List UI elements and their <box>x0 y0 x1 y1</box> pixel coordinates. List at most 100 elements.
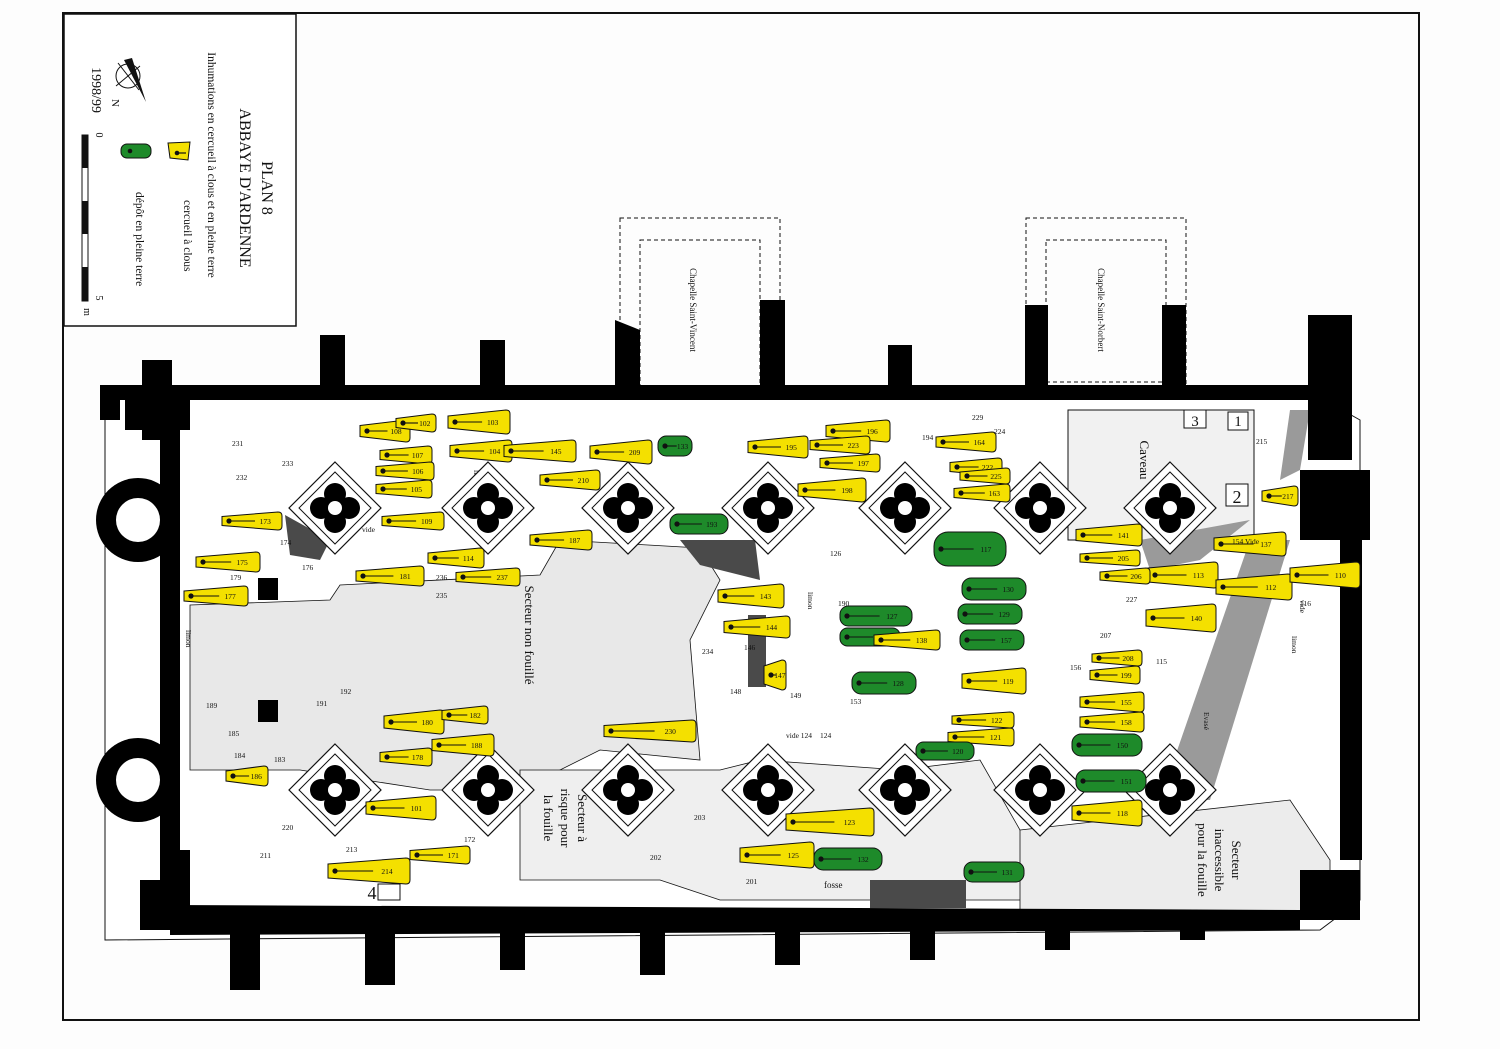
burial-109[interactable]: 109 <box>381 511 445 531</box>
burial-188[interactable]: 188 <box>431 733 495 757</box>
feature-number: 231 <box>232 439 244 448</box>
burial-237[interactable]: 237 <box>455 567 521 587</box>
wall-segment <box>640 925 665 975</box>
key-ground-swatch <box>120 143 152 159</box>
burial-127[interactable]: 127 <box>839 605 913 627</box>
wall-segment <box>1180 920 1205 940</box>
burial-128[interactable]: 128 <box>851 671 917 695</box>
burial-182[interactable]: 182 <box>441 705 489 725</box>
burial-209[interactable]: 209 <box>589 439 653 465</box>
burial-number: 225 <box>990 472 1002 481</box>
burial-number: 196 <box>866 427 878 436</box>
burial-178[interactable]: 178 <box>379 747 433 767</box>
burial-112[interactable]: 112 <box>1215 573 1293 601</box>
burial-105[interactable]: 105 <box>375 479 433 499</box>
burial-137[interactable]: 137 <box>1213 531 1287 557</box>
burial-143[interactable]: 143 <box>717 583 785 609</box>
burial-117[interactable]: 117 <box>933 531 1007 567</box>
burial-number: 120 <box>952 747 964 756</box>
limon-label: limon <box>184 630 193 648</box>
burial-132[interactable]: 132 <box>813 847 883 871</box>
feature-number: 235 <box>436 591 448 600</box>
vide-label: vide <box>1298 600 1307 614</box>
burial-223[interactable]: 223 <box>809 435 871 455</box>
burial-120[interactable]: 120 <box>915 741 975 761</box>
burial-186[interactable]: 186 <box>225 765 269 787</box>
burial-103[interactable]: 103 <box>447 409 511 435</box>
burial-198[interactable]: 198 <box>797 477 867 503</box>
burial-164[interactable]: 164 <box>935 431 997 453</box>
feature-number: 185 <box>228 729 240 738</box>
burial-119[interactable]: 119 <box>961 667 1027 695</box>
chapel-norbert-label: Chapelle Saint-Norbert <box>1096 268 1106 352</box>
burial-225[interactable]: 225 <box>959 467 1011 485</box>
fosse-label: fosse <box>824 880 843 890</box>
burial-133[interactable]: 133 <box>657 435 693 457</box>
burial-196[interactable]: 196 <box>825 419 891 443</box>
burial-125[interactable]: 125 <box>739 841 815 869</box>
feature-number: 233 <box>282 459 294 468</box>
burial-173[interactable]: 173 <box>221 511 283 531</box>
sector-inaccessible-label-3: pour la fouille <box>1195 823 1210 897</box>
burial-171[interactable]: 171 <box>409 845 471 865</box>
burial-141[interactable]: 141 <box>1075 523 1143 547</box>
burial-208[interactable]: 208 <box>1091 649 1143 667</box>
burial-118[interactable]: 118 <box>1071 799 1143 827</box>
burial-187[interactable]: 187 <box>529 529 593 551</box>
burial-210[interactable]: 210 <box>539 469 601 491</box>
burial-130[interactable]: 130 <box>961 577 1027 601</box>
burial-131[interactable]: 131 <box>963 861 1025 883</box>
burial-230[interactable]: 230 <box>603 719 697 743</box>
feature-number: 116 <box>1300 599 1311 608</box>
burial-102[interactable]: 102 <box>395 413 437 433</box>
feature-number: 207 <box>1100 631 1112 640</box>
burial-205[interactable]: 205 <box>1079 549 1141 567</box>
burial-number: 177 <box>224 592 236 601</box>
burial-138[interactable]: 138 <box>873 629 941 651</box>
burial-214[interactable]: 214 <box>327 857 411 885</box>
burial-206[interactable]: 206 <box>1099 567 1151 585</box>
burial-195[interactable]: 195 <box>747 435 809 459</box>
burial-157[interactable]: 157 <box>959 629 1025 651</box>
sector-risk-label-3: la fouille <box>541 795 556 842</box>
burial-163[interactable]: 163 <box>953 483 1011 503</box>
burial-101[interactable]: 101 <box>365 795 437 821</box>
feature-number: 183 <box>274 755 286 764</box>
burial-106[interactable]: 106 <box>375 461 435 481</box>
burial-110[interactable]: 110 <box>1289 561 1361 589</box>
evase-label: Evasé <box>1202 712 1211 731</box>
burial-number: 118 <box>1117 809 1128 818</box>
burial-158[interactable]: 158 <box>1079 711 1145 733</box>
burial-123[interactable]: 123 <box>785 807 875 837</box>
burial-175[interactable]: 175 <box>195 551 261 573</box>
burial-193[interactable]: 193 <box>669 513 729 535</box>
wall-segment <box>230 920 260 990</box>
burial-181[interactable]: 181 <box>355 565 425 587</box>
burial-197[interactable]: 197 <box>819 453 881 473</box>
feature-number: 146 <box>744 643 756 652</box>
burial-180[interactable]: 180 <box>383 709 445 735</box>
burial-144[interactable]: 144 <box>723 615 791 639</box>
burial-145[interactable]: 145 <box>503 439 577 463</box>
scale-unit-label: m <box>81 308 92 316</box>
wall-segment <box>125 400 190 430</box>
stair-core <box>116 498 160 542</box>
pier <box>258 700 278 722</box>
burial-151[interactable]: 151 <box>1075 769 1147 793</box>
burial-150[interactable]: 150 <box>1071 733 1143 757</box>
wall-segment <box>1045 920 1070 950</box>
burial-104[interactable]: 104 <box>449 439 513 463</box>
pillar <box>441 461 535 555</box>
burial-147[interactable]: 147 <box>763 659 787 691</box>
pier <box>258 578 278 600</box>
caveau-4: 4 <box>368 883 377 903</box>
burial-114[interactable]: 114 <box>427 547 485 569</box>
burial-113[interactable]: 113 <box>1147 561 1219 589</box>
burial-217[interactable]: 217 <box>1261 485 1299 507</box>
burial-177[interactable]: 177 <box>183 585 249 607</box>
burial-129[interactable]: 129 <box>957 603 1023 625</box>
burial-number: 141 <box>1118 531 1130 540</box>
burial-140[interactable]: 140 <box>1145 603 1217 633</box>
burial-number: 137 <box>1260 540 1272 549</box>
